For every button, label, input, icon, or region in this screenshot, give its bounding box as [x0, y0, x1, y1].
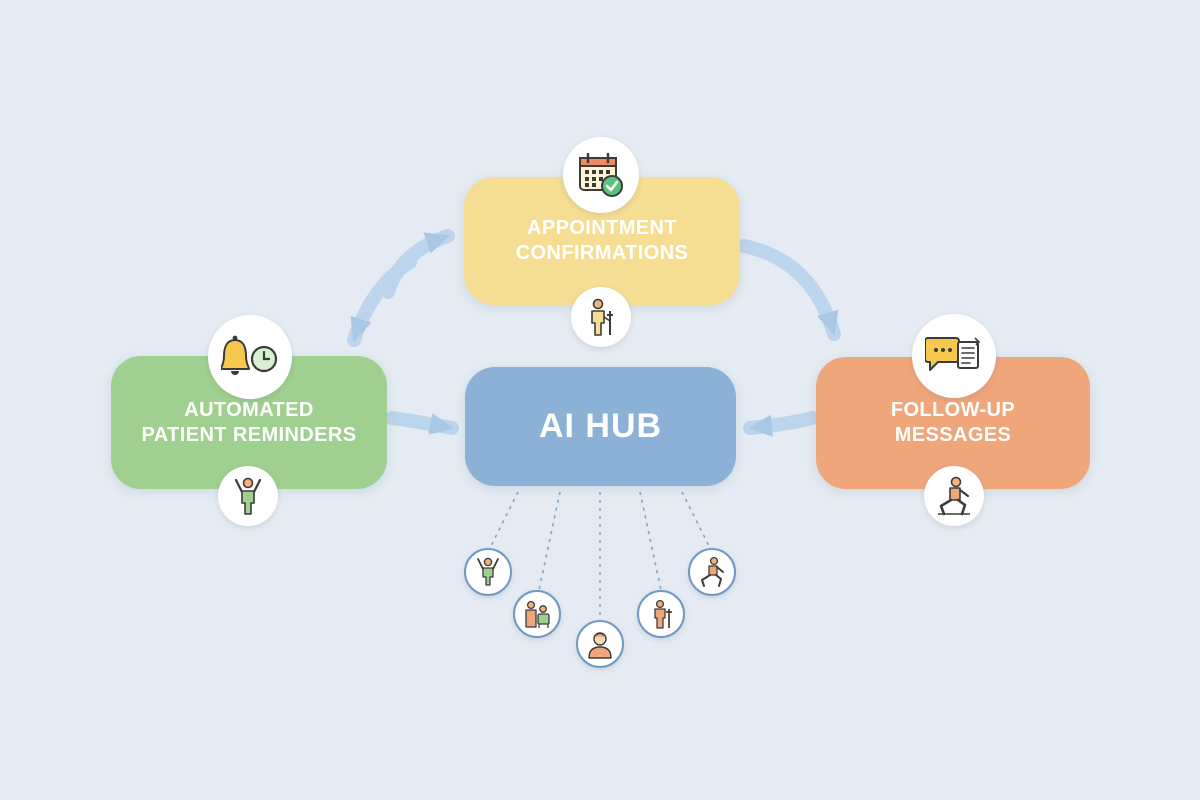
patient-with-caregiver-icon	[513, 590, 561, 638]
person-exercising-icon	[924, 466, 984, 526]
person-arms-raised-icon	[218, 466, 278, 526]
connector-line	[639, 491, 662, 591]
appointment-confirmations-label-line-1: APPOINTMENT	[527, 217, 677, 239]
ai-hub-label: AI HUB	[538, 407, 663, 445]
bell-clock-icon	[208, 315, 292, 399]
follow-up-label-line-1: FOLLOW-UP	[890, 399, 1016, 421]
appointment-confirmations-label-line-2: CONFIRMATIONS	[515, 242, 689, 264]
connector-line	[681, 491, 711, 549]
connector-line	[538, 491, 561, 591]
ai-hub-node: AI HUB	[465, 367, 736, 486]
patient-portrait-icon	[576, 620, 624, 668]
patient-reminders-label-line-1: AUTOMATED	[184, 398, 314, 421]
person-with-crutch-icon	[637, 590, 685, 638]
person-arms-raised-icon	[464, 548, 512, 596]
arrow-followup-to-hub	[743, 411, 819, 437]
arrow-appointments-to-followup	[737, 239, 841, 341]
person-exercising-icon	[688, 548, 736, 596]
automated-patient-reminders-node: AUTOMATED PATIENT REMINDERS	[111, 356, 387, 489]
patient-with-crutch-icon	[571, 287, 631, 347]
follow-up-label-line-2: MESSAGES	[894, 424, 1012, 446]
arrow-appointments-to-reminders	[347, 255, 417, 347]
chat-document-icon	[912, 314, 996, 398]
calendar-check-icon	[563, 137, 639, 213]
patient-reminders-label-line-2: PATIENT REMINDERS	[141, 423, 357, 446]
connector-line	[489, 491, 519, 549]
arrow-reminders-to-hub	[385, 411, 459, 435]
